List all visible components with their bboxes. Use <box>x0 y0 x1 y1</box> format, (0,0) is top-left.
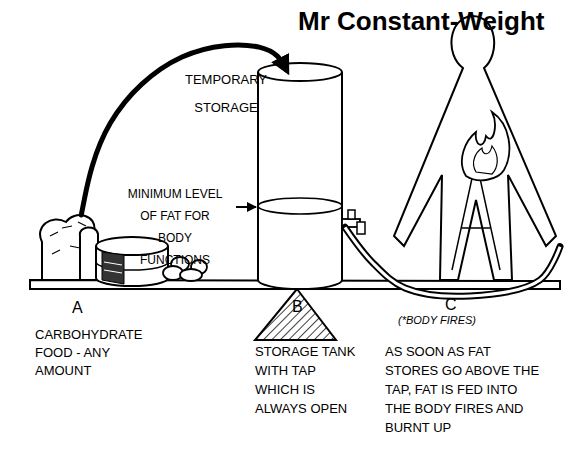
annotation: STORAGE TANK WITH TAP WHICH IS ALWAYS OP… <box>255 342 359 418</box>
stage-node: B <box>255 70 345 312</box>
body-figure <box>394 16 556 280</box>
level-pointer <box>236 206 256 208</box>
cake-cut <box>102 252 124 284</box>
annotation: (*BODY FIRES) <box>398 313 508 327</box>
tank-rim <box>258 63 342 81</box>
stage-node: C <box>390 15 560 312</box>
connector-group <box>81 45 560 296</box>
stage-letter: B <box>292 298 303 316</box>
hose-bore <box>345 227 560 296</box>
diagram-title: Mr Constant-Weight <box>298 6 545 37</box>
fire-tongue <box>474 146 498 174</box>
potato <box>180 269 202 281</box>
cake-cut-layers <box>104 262 122 273</box>
feed-hose <box>345 227 560 296</box>
tap-handle <box>348 210 355 219</box>
body-fire <box>462 112 509 180</box>
tank-wall <box>258 72 342 289</box>
annotation: MINIMUM LEVEL OF FAT FOR BODY FUNCTIONS <box>125 183 225 271</box>
tap-spout <box>357 222 365 234</box>
stage-letter: C <box>445 296 457 314</box>
edge-label: TEMPORARY STORAGE <box>178 66 274 122</box>
stage-letter: A <box>72 299 83 317</box>
annotation: AS SOON AS FAT STORES GO ABOVE THE TAP, … <box>385 342 545 437</box>
fat-level <box>258 198 342 214</box>
annotation: CARBOHYDRATE FOOD - ANY AMOUNT <box>35 326 147 380</box>
fulcrum-wedge <box>255 289 336 340</box>
